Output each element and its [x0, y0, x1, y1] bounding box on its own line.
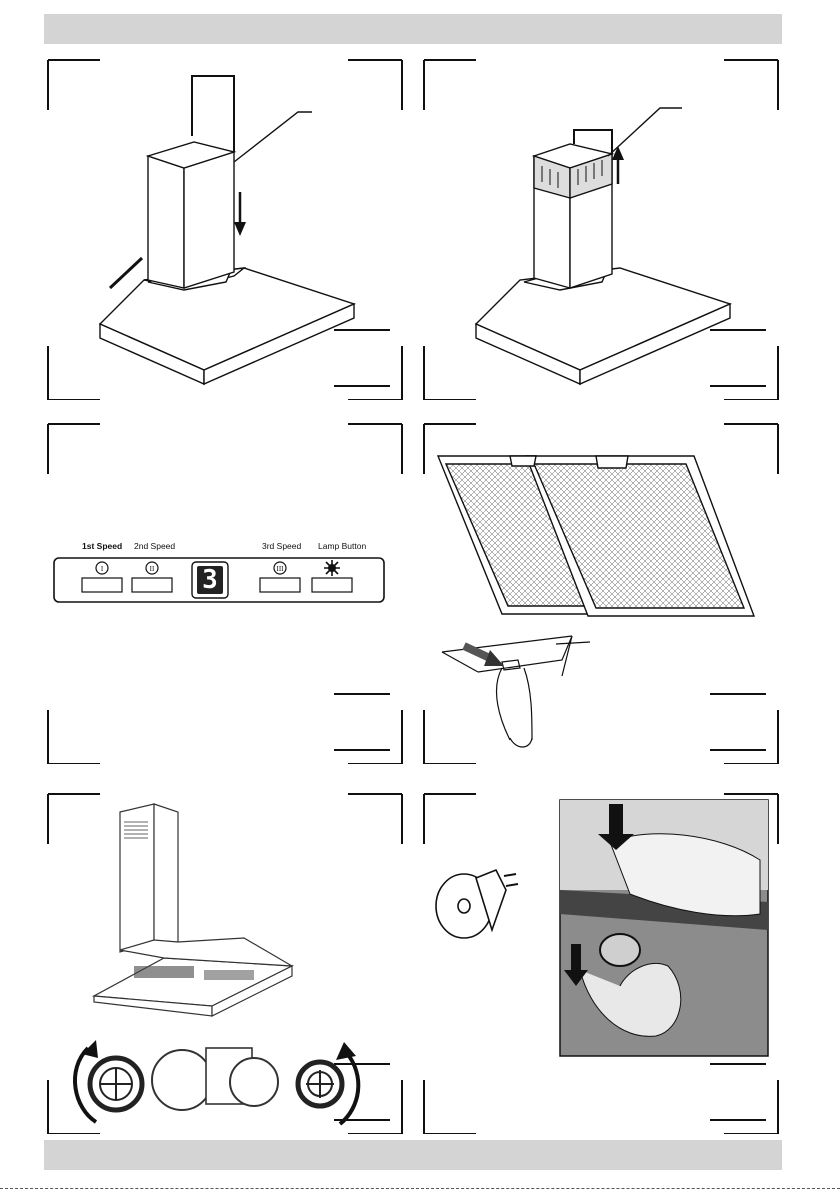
- figure-chimney-install: [44, 56, 404, 400]
- fan-left-icon: [90, 1058, 142, 1110]
- speed-2-button: [132, 578, 172, 592]
- figure-motor-fan: [44, 790, 404, 1134]
- hood-chimney-drawing: [44, 56, 404, 400]
- figure-control-panel: 1st Speed 2nd Speed 3rd Speed Lamp Butto…: [44, 420, 404, 764]
- symbol-iii: III: [277, 565, 285, 573]
- scan-edge: [0, 1188, 840, 1191]
- lamp-drawing: [420, 790, 780, 1134]
- down-arrow-icon: [234, 192, 246, 236]
- halogen-bulb-icon: [436, 870, 518, 938]
- fan-right-icon: [298, 1062, 342, 1106]
- push-arrow-icon: [464, 646, 504, 666]
- header-band: [44, 14, 782, 44]
- speed-1-button: [82, 578, 122, 592]
- symbol-ii: II: [150, 565, 155, 573]
- footer-band: [44, 1140, 782, 1170]
- control-panel-drawing: I II III: [44, 420, 404, 764]
- up-arrow-icon: [612, 146, 624, 184]
- figure-lamp-replacement: [420, 790, 780, 1134]
- motor-drawing: [44, 790, 404, 1134]
- figure-grease-filters: [420, 420, 780, 764]
- lamp-button: [312, 578, 352, 592]
- figure-chimney-extend: [420, 56, 780, 400]
- display-digit: 3: [197, 565, 223, 595]
- filters-drawing: [420, 420, 780, 764]
- hood-chimney-extended-drawing: [420, 56, 780, 400]
- motor-assembly-icon: [152, 1048, 278, 1110]
- sun-icon: [324, 560, 340, 576]
- speed-3-button: [260, 578, 300, 592]
